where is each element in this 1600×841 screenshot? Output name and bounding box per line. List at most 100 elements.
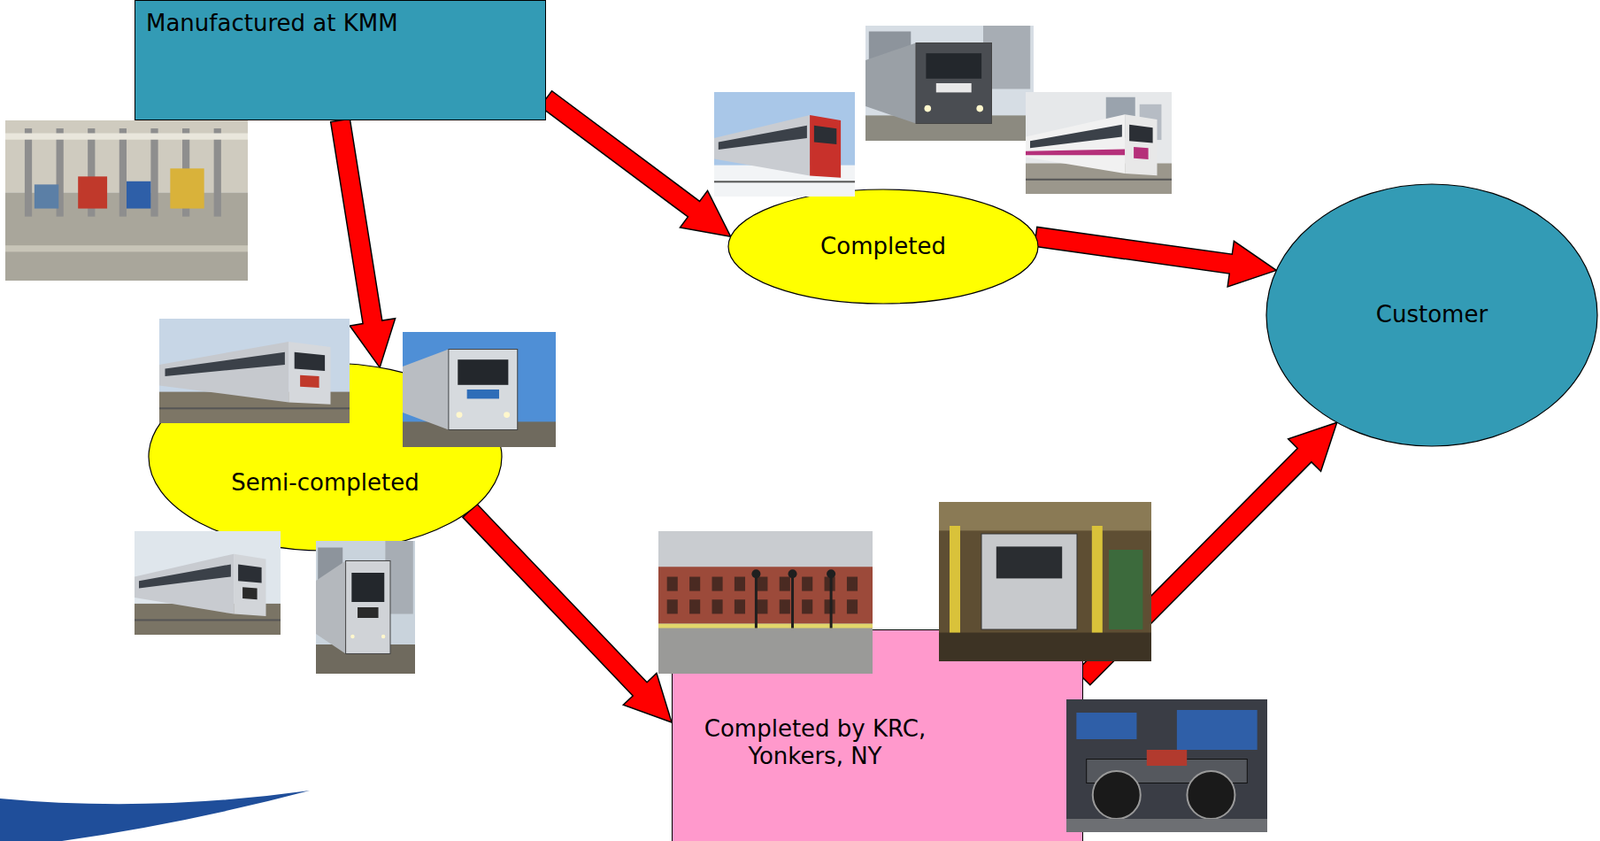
shop-floor — [1066, 818, 1268, 832]
building-window — [712, 599, 724, 614]
train-windows — [718, 125, 808, 150]
shop-ceiling — [938, 501, 1152, 531]
factory-column — [182, 128, 190, 217]
train-side — [402, 349, 449, 431]
background-building — [983, 25, 1031, 90]
photo — [402, 331, 556, 447]
headlight — [350, 634, 354, 639]
route-sign — [1133, 146, 1149, 160]
ellipse-outline — [147, 361, 503, 552]
car-end — [981, 533, 1077, 630]
train-front — [448, 349, 518, 431]
headlight — [503, 411, 510, 418]
sky — [865, 25, 1034, 141]
lamp-post — [830, 573, 833, 628]
factory-column — [87, 128, 95, 217]
node-label: Semi-completed — [230, 469, 419, 497]
building-window — [712, 576, 724, 592]
parts-bin — [1076, 712, 1137, 739]
building-window — [779, 599, 791, 614]
headlight — [456, 411, 463, 418]
train-body — [1025, 114, 1125, 174]
train-windshield — [351, 572, 385, 602]
ground — [714, 165, 855, 197]
photo — [1066, 699, 1268, 832]
background-building — [1139, 104, 1162, 140]
train-windshield — [238, 563, 262, 583]
train-body — [714, 115, 810, 176]
photo-content — [714, 92, 855, 197]
lamp-head — [826, 569, 836, 578]
route-sign — [357, 607, 379, 618]
block-arrow — [330, 118, 396, 368]
node-label: Manufactured at KMM — [146, 9, 399, 38]
route-sign — [300, 375, 320, 388]
photo — [1025, 92, 1172, 194]
bogie-part — [1146, 749, 1187, 766]
train-windows — [138, 563, 231, 588]
building-window — [734, 599, 746, 614]
photo-content — [1025, 92, 1172, 194]
parts-bin — [1176, 709, 1258, 750]
sky — [159, 318, 350, 424]
ground — [402, 421, 556, 447]
photo-content — [938, 501, 1152, 662]
building-window — [756, 576, 768, 592]
train-body — [134, 553, 234, 615]
lamp-post — [791, 573, 794, 628]
factory-equipment — [77, 176, 108, 208]
building-window — [846, 599, 858, 614]
factory-ceiling — [5, 120, 248, 193]
block-arrow — [539, 91, 731, 238]
factory-column — [119, 128, 127, 217]
train-front — [915, 43, 993, 124]
car-window — [996, 546, 1062, 578]
shop-interior — [1066, 699, 1268, 832]
block-arrow — [1034, 226, 1277, 287]
train-windows — [1030, 124, 1123, 149]
factory-column — [24, 128, 32, 217]
ground — [134, 603, 281, 635]
train-windshield — [1129, 124, 1154, 144]
building-window — [801, 576, 813, 592]
ground — [865, 115, 1034, 141]
block-arrow — [1076, 422, 1338, 685]
background-building — [1106, 97, 1136, 139]
arrow-shape — [330, 118, 396, 368]
source-box: Manufactured at KMM — [134, 0, 547, 121]
block-arrow — [462, 503, 672, 723]
sky — [402, 331, 556, 447]
corner-swoosh — [0, 790, 310, 841]
background-building — [317, 547, 343, 615]
photo-content — [402, 331, 556, 447]
headlight — [924, 105, 932, 113]
status-ellipse: Completed — [727, 188, 1039, 305]
photo-content — [865, 25, 1034, 141]
rail — [134, 618, 281, 621]
photo-content — [658, 530, 873, 674]
arrow-shape — [1034, 226, 1277, 287]
headlight — [381, 634, 385, 639]
building-window — [667, 576, 678, 592]
factory-equipment — [169, 168, 204, 208]
photo-content — [5, 120, 248, 281]
rail — [1025, 178, 1172, 181]
platform-edge — [658, 623, 873, 629]
train-front — [346, 561, 391, 654]
building-window — [689, 576, 700, 592]
route-sign — [242, 586, 258, 600]
ground — [315, 644, 416, 674]
lamp-head — [788, 569, 798, 578]
factory-column — [150, 128, 158, 217]
rail — [714, 180, 855, 183]
train-windshield — [457, 359, 508, 385]
ellipse-fill — [728, 189, 1039, 304]
factory-column — [214, 128, 222, 217]
work-stand — [949, 525, 961, 654]
platform — [658, 623, 873, 674]
bogie-frame — [1086, 759, 1248, 784]
headlight — [976, 105, 984, 113]
status-ellipse: Semi-completed — [147, 361, 503, 552]
photo — [938, 501, 1152, 662]
